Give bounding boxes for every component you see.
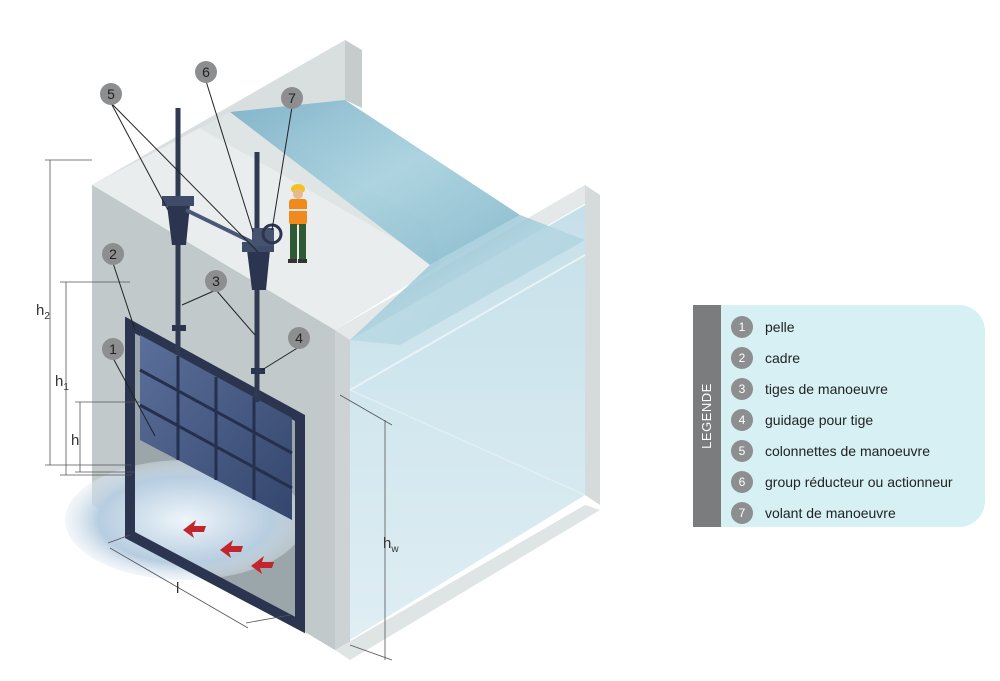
dim-label-h1: h1 xyxy=(55,373,69,393)
gate-leaf xyxy=(139,335,293,520)
dim-label-h2: h2 xyxy=(36,302,50,322)
spindle-guides xyxy=(172,325,265,374)
legend-number-badge: 3 xyxy=(731,377,753,400)
legend-item: 1 pelle xyxy=(731,311,953,342)
legend-label: pelle xyxy=(765,318,795,335)
dim-label-l: l xyxy=(176,580,179,597)
legend-number-badge: 2 xyxy=(731,346,753,369)
callout-6: 6 xyxy=(195,61,217,83)
downstream-tank xyxy=(349,205,586,640)
legend-panel: LEGENDE 1 pelle 2 cadre 3 tiges de manoe… xyxy=(693,305,985,527)
legend-item: 5 colonnettes de manoeuvre xyxy=(731,435,953,466)
sluice-gate-diagram: h2 h1 h l hw 2 1 3 4 5 xyxy=(36,40,600,661)
svg-text:1: 1 xyxy=(109,341,117,357)
legend-label: colonnettes de manoeuvre xyxy=(765,442,930,459)
svg-text:3: 3 xyxy=(212,273,220,289)
flow-arrow xyxy=(251,556,274,574)
dim-label-h: h xyxy=(71,432,79,449)
svg-text:5: 5 xyxy=(107,86,115,102)
legend-label: volant de manoeuvre xyxy=(765,504,896,521)
legend-number-badge: 4 xyxy=(731,408,753,431)
legend-item: 3 tiges de manoeuvre xyxy=(731,373,953,404)
legend-number-badge: 7 xyxy=(731,501,753,524)
legend-item: 4 guidage pour tige xyxy=(731,404,953,435)
legend-item: 6 group réducteur ou actionneur xyxy=(731,466,953,497)
legend-label: group réducteur ou actionneur xyxy=(765,473,953,490)
callout-leaders xyxy=(110,80,300,437)
legend-title-bar: LEGENDE xyxy=(693,305,721,527)
flow-arrow xyxy=(220,540,243,558)
legend-number-badge: 6 xyxy=(731,470,753,493)
callout-4: 4 xyxy=(288,327,310,349)
svg-text:7: 7 xyxy=(288,90,296,106)
svg-text:4: 4 xyxy=(295,330,303,346)
legend-number-badge: 5 xyxy=(731,439,753,462)
callout-3: 3 xyxy=(205,270,227,292)
dimension-lines xyxy=(45,159,393,661)
legend-number-badge: 1 xyxy=(731,315,753,338)
flow-arrows xyxy=(183,520,274,574)
svg-text:2: 2 xyxy=(109,246,117,262)
handwheel-icon xyxy=(261,223,283,245)
legend-title: LEGENDE xyxy=(699,383,714,449)
svg-text:6: 6 xyxy=(202,64,210,80)
callout-5: 5 xyxy=(100,83,122,105)
gearbox xyxy=(252,223,283,246)
flow-arrow xyxy=(183,520,206,538)
callout-2: 2 xyxy=(102,243,124,265)
callout-7: 7 xyxy=(281,87,303,109)
callout-1: 1 xyxy=(102,338,124,360)
legend-label: guidage pour tige xyxy=(765,411,874,428)
worker-figure xyxy=(288,184,307,263)
dim-label-hw: hw xyxy=(383,535,399,555)
legend-item: 7 volant de manoeuvre xyxy=(731,497,953,528)
legend-label: cadre xyxy=(765,349,801,366)
legend-item: 2 cadre xyxy=(731,342,953,373)
legend-label: tiges de manoeuvre xyxy=(765,380,888,397)
legend-list: 1 pelle 2 cadre 3 tiges de manoeuvre 4 g… xyxy=(731,311,953,528)
